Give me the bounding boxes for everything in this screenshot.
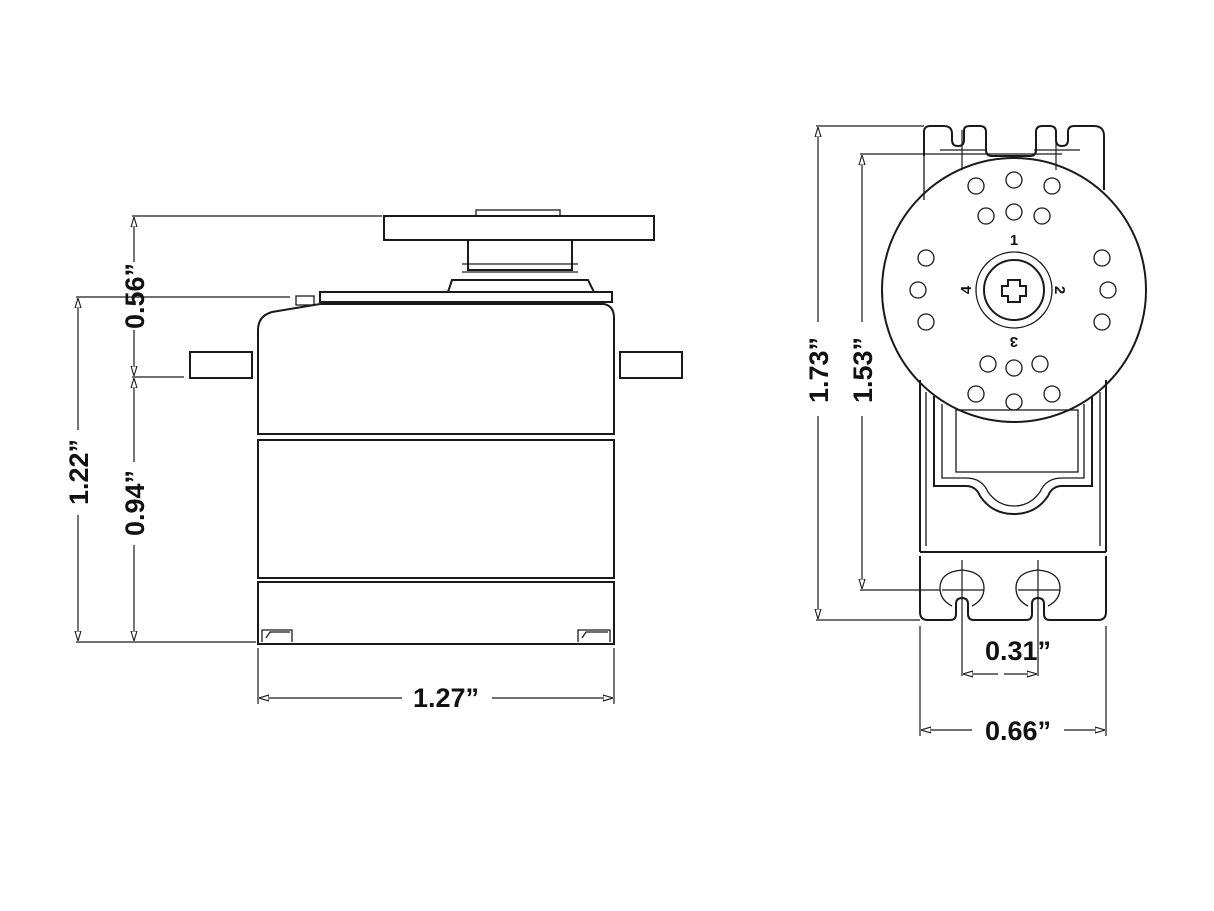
dim-label-horn-height: 0.56”	[120, 263, 150, 329]
dim-label-body-height: 0.94”	[120, 470, 150, 536]
horn-number-3: 3	[1010, 333, 1018, 350]
horn-hub-outer	[975, 251, 1053, 329]
foot-left	[261, 629, 293, 642]
round-horn	[881, 157, 1147, 423]
dim-label-total-height: 1.22”	[64, 439, 94, 505]
top-mount-tab	[923, 125, 1105, 190]
inner-frame	[933, 396, 1093, 516]
horn-number-2: 2	[1051, 286, 1068, 294]
horn-hub-top	[475, 209, 561, 217]
dim-label-front-total-height: 1.73”	[804, 337, 834, 403]
dim-label-length: 1.27”	[413, 683, 479, 713]
bottom-case	[257, 581, 615, 645]
side-view: 0.56” 1.22” 0.94” 1.27”	[64, 209, 683, 713]
output-shaft	[467, 240, 573, 271]
horn-arm	[383, 215, 655, 241]
horn-screw-cross	[1001, 279, 1027, 303]
foot-right	[577, 629, 611, 642]
middle-case	[257, 439, 615, 579]
bottom-mount-tab	[919, 556, 1107, 621]
dim-label-hole-spacing: 0.31”	[985, 636, 1051, 666]
horn-holes	[909, 171, 1117, 411]
top-cap	[319, 291, 613, 303]
dim-label-width: 0.66”	[985, 716, 1051, 746]
horn-number-1: 1	[1010, 232, 1018, 249]
mount-ear-right	[619, 351, 683, 379]
front-view: 1 2 3 4 1.73” 1.53” 0.31”	[804, 125, 1147, 746]
horn-hub-inner	[983, 259, 1045, 321]
label-window	[955, 409, 1079, 473]
dim-label-mount-height: 1.53”	[848, 337, 878, 403]
horn-number-4: 4	[958, 285, 975, 294]
mount-ear-left	[189, 351, 253, 379]
shaft-collar	[446, 279, 596, 293]
upper-case	[257, 303, 615, 435]
